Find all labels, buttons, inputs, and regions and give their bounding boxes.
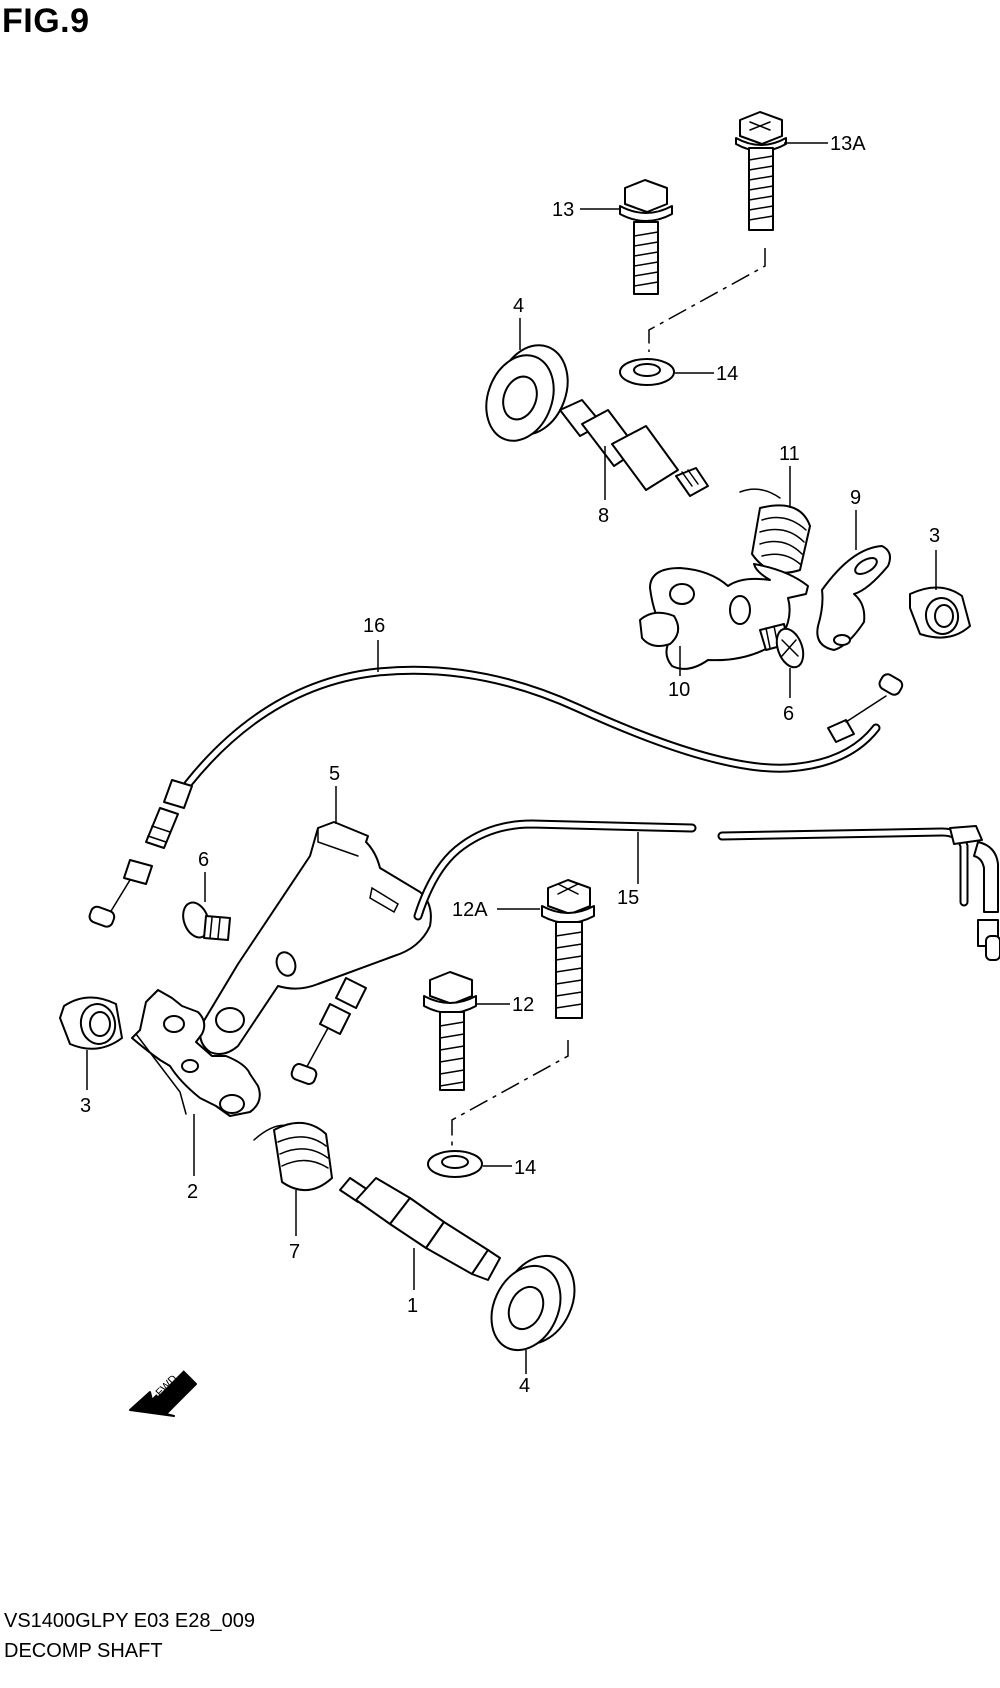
callout-4-top: 4 [513,295,524,317]
callout-13: 13 [552,199,574,221]
callout-12a: 12A [452,899,488,921]
diagram-caption: DECOMP SHAFT [4,1640,163,1662]
washer-14-top [619,358,675,386]
callout-14-bottom: 14 [514,1157,536,1179]
figure-title: FIG.9 [2,2,90,40]
callout-8: 8 [598,505,609,527]
callout-12: 12 [512,994,534,1016]
callout-4-bottom: 4 [519,1375,530,1397]
callout-9: 9 [850,487,861,509]
screw-6-left [182,901,231,941]
callout-5: 5 [329,763,340,785]
callout-6-left: 6 [198,849,209,871]
bolt-12 [423,971,477,1091]
fwd-arrow-icon: FWD [129,1356,197,1417]
nut-3-left [59,996,123,1050]
callout-16: 16 [363,615,385,637]
callout-7: 7 [289,1241,300,1263]
callout-11: 11 [779,443,800,465]
callout-6-right: 6 [783,703,794,725]
washer-14-bottom [427,1150,483,1178]
callout-15: 15 [617,887,639,909]
cable-end-fitting [290,977,367,1085]
screw-6-right [759,623,805,669]
callout-3-right: 3 [929,525,940,547]
callout-1: 1 [407,1295,418,1317]
model-code: VS1400GLPY E03 E28_009 [4,1610,255,1632]
lever-9 [816,545,891,651]
decomp-shaft-1 [339,1177,501,1281]
callout-2: 2 [187,1181,198,1203]
bracket-5 [199,821,432,1055]
lever-2 [131,989,261,1117]
callout-10: 10 [668,679,690,701]
oil-seal-4-top [485,344,569,442]
decomp-shaft-8 [559,399,709,497]
bolt-12a [541,879,595,1019]
bolt-13 [619,179,673,295]
spring-11 [739,488,811,597]
bolt-13a [735,111,787,231]
cable-15 [413,819,1000,961]
oil-seal-4-bottom [490,1254,576,1352]
spring-7 [253,1122,333,1191]
callout-3-left: 3 [80,1095,91,1117]
callout-14-top: 14 [716,363,738,385]
cable-16 [88,665,904,928]
nut-3-right [909,586,971,639]
callout-13a: 13A [830,133,866,155]
